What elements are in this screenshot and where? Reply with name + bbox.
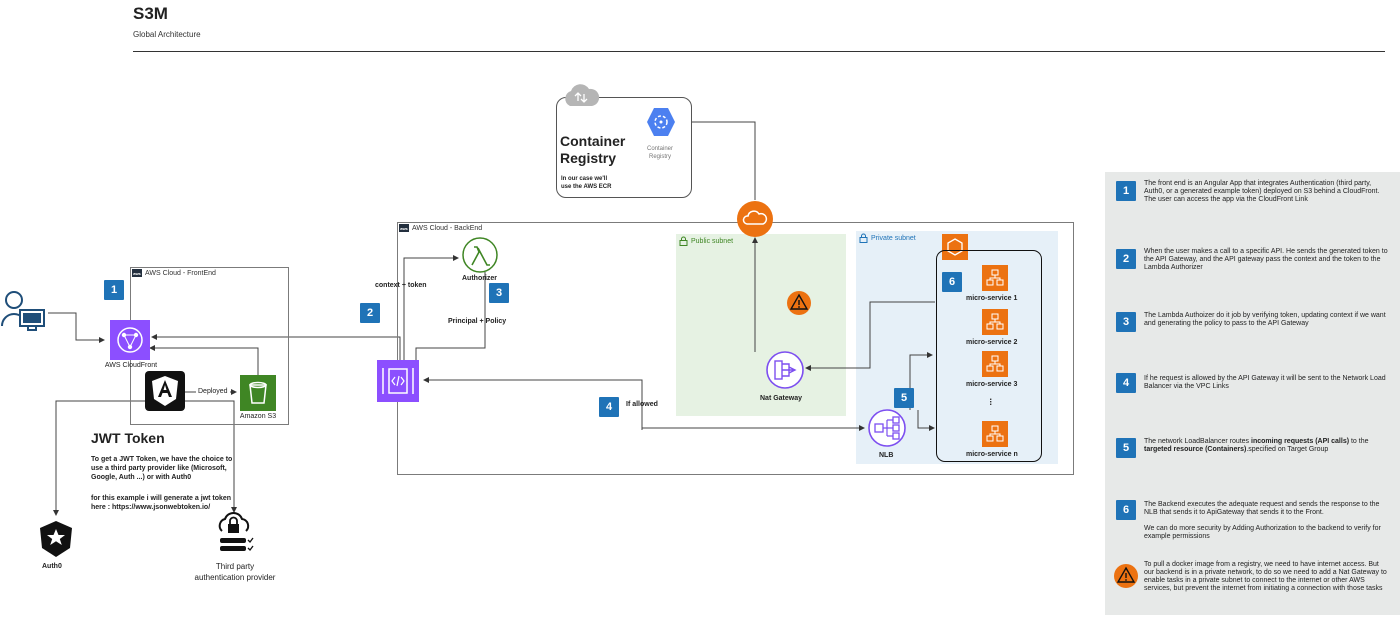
- note-text-5: The network LoadBalancer routes incoming…: [1144, 438, 1389, 454]
- if-allowed-edge-label: If allowed: [626, 401, 658, 408]
- note-text-3: The Lambda Authoizer do it job by verify…: [1144, 312, 1386, 328]
- note-text-5-bold2: targeted resource (Containers): [1144, 446, 1247, 454]
- note-text-5-part1: The network LoadBalancer routes: [1144, 438, 1252, 445]
- page-subtitle: Global Architecture: [133, 30, 201, 39]
- warning-icon: [787, 291, 811, 315]
- note-text-5-part2: to the: [1349, 438, 1369, 445]
- frontend-group-title: AWS Cloud - FrontEnd: [145, 269, 216, 277]
- note-text-4: If he request is allowed by the API Gate…: [1144, 375, 1386, 391]
- lock-icon: [859, 233, 868, 243]
- note-badge-4: 4: [1116, 373, 1136, 393]
- note-badge-6: 6: [1116, 500, 1136, 520]
- microservice-ellipsis: ...: [988, 398, 998, 406]
- note-text-2: When the user makes a call to a specific…: [1144, 248, 1388, 272]
- cloud-icon: [565, 84, 600, 106]
- registry-icon-label-line1: Container: [646, 146, 673, 152]
- registry-note-line2: use the AWS ECR: [561, 184, 612, 190]
- cloudfront-label: AWS CloudFront: [104, 362, 158, 369]
- internet-gateway-icon: [737, 201, 773, 237]
- s3-label: Amazon S3: [239, 413, 277, 420]
- microservice-1-label: micro-service 1: [966, 295, 1018, 302]
- note-badge-5: 5: [1116, 438, 1136, 458]
- angular-icon: [145, 371, 185, 411]
- step-badge-1: 1: [104, 280, 124, 300]
- authorizer-label: Authorizer: [462, 275, 497, 282]
- step-badge-4: 4: [599, 397, 619, 417]
- jwt-para1: To get a JWT Token, we have the choice t…: [91, 456, 233, 481]
- api-gateway-icon: [377, 360, 419, 402]
- jwt-para2: for this example i will generate a jwt t…: [91, 495, 232, 511]
- microservice-1-icon: [982, 265, 1008, 291]
- registry-icon-label-line2: Registry: [648, 154, 671, 160]
- note-text-1: The front end is an Angular App that int…: [1144, 180, 1380, 204]
- backend-group-title: AWS Cloud - BackEnd: [412, 224, 483, 232]
- principal-policy-edge-label: Principal + Policy: [448, 318, 507, 325]
- note-warning-icon: [1114, 564, 1138, 588]
- user-icon: [1, 291, 45, 331]
- registry-icon-label: Container Registry: [640, 145, 680, 161]
- nat-gateway-icon: [766, 351, 804, 389]
- step-badge-6: 6: [942, 272, 962, 292]
- page-title: S3M: [133, 4, 168, 23]
- container-registry-icon: [647, 108, 675, 136]
- registry-title-line2: Registry: [560, 150, 617, 166]
- registry-title: Container Registry: [560, 133, 625, 167]
- notes-panel: [1105, 172, 1400, 615]
- note-text-5-part3: .specified on Target Group: [1246, 446, 1329, 454]
- s3-icon: [240, 375, 276, 411]
- public-subnet-label: Public subnet: [679, 236, 734, 246]
- lock-icon: [679, 236, 688, 246]
- third-party-label-line2: authentication provider: [194, 573, 276, 582]
- step-badge-2: 2: [360, 303, 380, 323]
- note-text-6: The Backend executes the adequate reques…: [1144, 501, 1381, 541]
- nlb-label: NLB: [879, 452, 894, 459]
- step-badge-5: 5: [894, 388, 914, 408]
- jwt-title: JWT Token: [91, 430, 165, 446]
- private-subnet-label: Private subnet: [859, 233, 916, 243]
- registry-note-line1: In our case we'll: [561, 176, 608, 182]
- backend-group-label: aws AWS Cloud - BackEnd: [399, 224, 482, 232]
- lambda-authorizer-icon: [462, 237, 498, 273]
- auth0-label: Auth0: [42, 563, 62, 570]
- microservice-3-icon: [982, 351, 1008, 377]
- registry-title-line1: Container: [560, 133, 626, 149]
- frontend-group-label: aws AWS Cloud - FrontEnd: [132, 269, 216, 277]
- note-text-5-bold1: incoming requests (API calls): [1251, 438, 1350, 445]
- nlb-icon: [868, 409, 906, 447]
- microservice-3-label: micro-service 3: [966, 381, 1018, 388]
- note-badge-1: 1: [1116, 181, 1136, 201]
- microservice-n-label: micro-service n: [966, 451, 1018, 458]
- step-badge-3: 3: [489, 283, 509, 303]
- deployed-edge-label: Deployed: [196, 388, 230, 395]
- backend-group: [397, 222, 1074, 475]
- microservices-container: [936, 250, 1042, 462]
- edge-igw-registry: [682, 119, 756, 200]
- private-subnet-title: Private subnet: [871, 235, 916, 242]
- microservice-n-icon: [982, 421, 1008, 447]
- microservice-2-label: micro-service 2: [966, 339, 1018, 346]
- note-badge-2: 2: [1116, 249, 1136, 269]
- note-badge-3: 3: [1116, 312, 1136, 332]
- header-divider: [133, 51, 1385, 52]
- third-party-label-line1: Third party: [215, 562, 255, 571]
- nat-gateway-label: Nat Gateway: [760, 395, 803, 402]
- microservice-2-icon: [982, 309, 1008, 335]
- third-party-auth-icon: [218, 512, 254, 551]
- aws-logo-icon: aws: [132, 269, 142, 277]
- cloudfront-icon: [110, 320, 150, 360]
- auth0-icon: [40, 521, 72, 557]
- note-text-warning: To pull a docker image from a registry, …: [1144, 561, 1387, 593]
- ecs-cluster-icon: [942, 234, 968, 260]
- public-subnet-title: Public subnet: [691, 238, 734, 245]
- registry-note: In our case we'll use the AWS ECR: [561, 175, 611, 191]
- third-party-label: Third party authentication provider: [180, 561, 290, 583]
- edge-user-cloudfront: [48, 312, 105, 343]
- aws-logo-icon: aws: [399, 224, 409, 232]
- context-token-edge-label: context + token: [375, 282, 427, 289]
